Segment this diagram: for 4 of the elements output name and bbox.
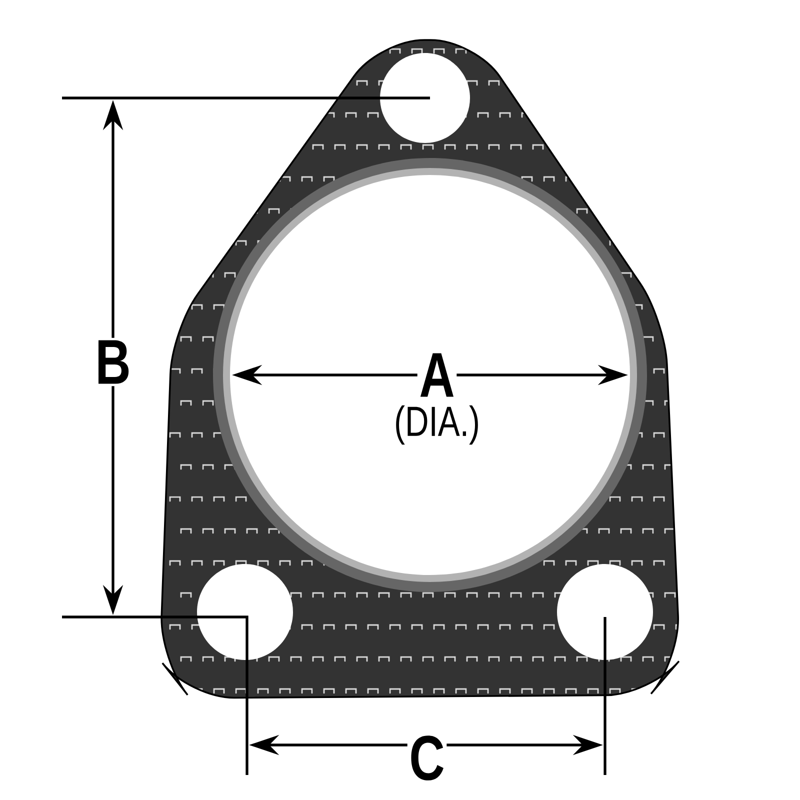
dimension-letter: B	[93, 338, 133, 386]
dimension-letter: A	[417, 350, 457, 400]
dimension-note: (DIA.)	[392, 403, 482, 447]
dimension-letter: C	[407, 733, 447, 783]
